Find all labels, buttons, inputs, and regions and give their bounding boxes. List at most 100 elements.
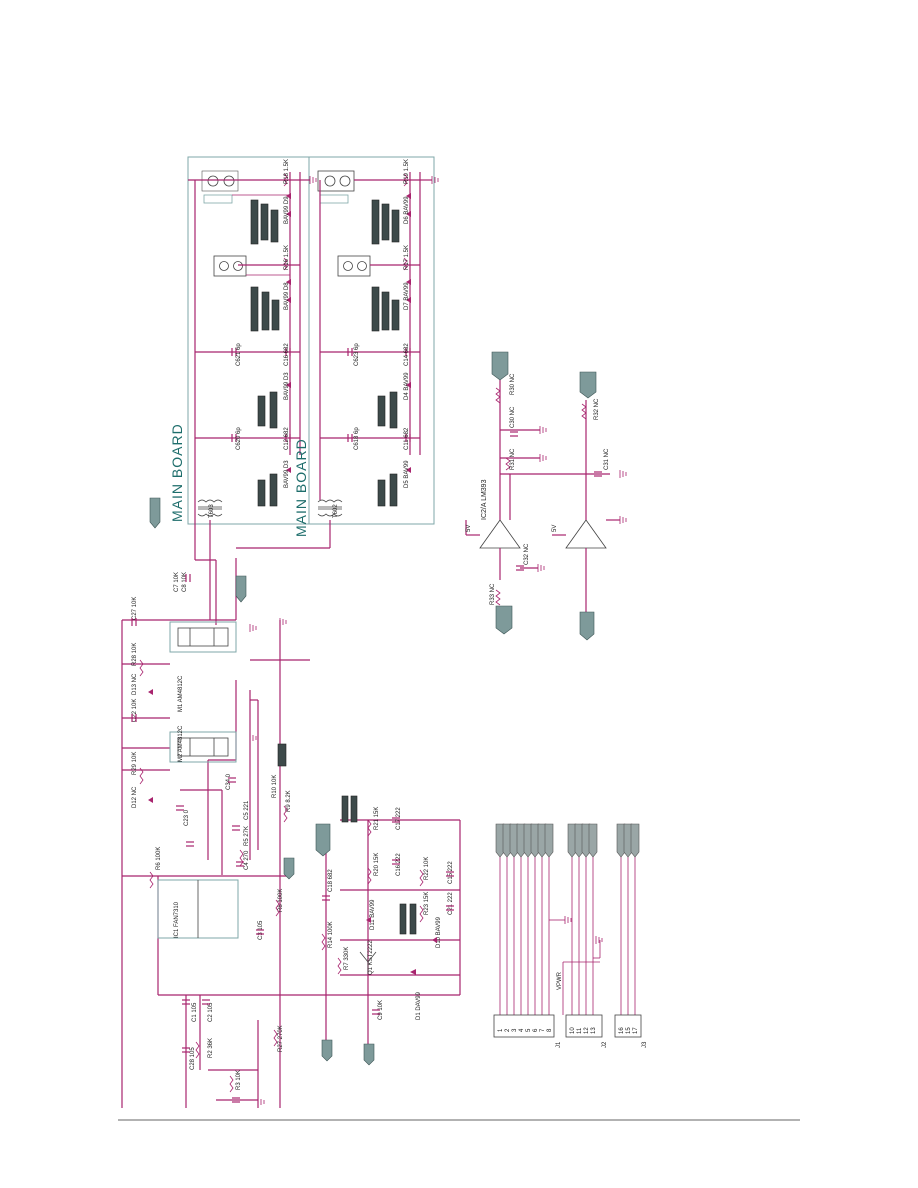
- label-d6: D6 BAV99: [404, 196, 410, 224]
- transformer-t603: [197, 499, 223, 517]
- label-r31: R31 NC: [510, 448, 516, 470]
- controller-area-symbols: [149, 795, 454, 1106]
- label-m2: M2 AM4812C: [178, 725, 184, 762]
- connector-j3: [614, 1014, 642, 1038]
- opamp-a: [479, 519, 521, 549]
- label-r8: R8 100K: [278, 889, 284, 912]
- label-r23: R23 15K: [424, 892, 430, 915]
- svg-text:3: 3: [512, 1028, 518, 1032]
- label-r29: R29 10K: [132, 752, 138, 775]
- rail-capacitors: [231, 348, 411, 442]
- lamp-connector-lower-a: [317, 170, 355, 204]
- lower-board-frame: [308, 156, 435, 525]
- label-r5: R5 27K: [244, 826, 250, 846]
- label-c623: C623 6p: [354, 343, 360, 366]
- label-c21: C21 222: [448, 892, 454, 915]
- switch-area-symbols: [131, 497, 288, 823]
- label-d13: D13 NC: [132, 673, 138, 695]
- label-d11: D11 BAV99: [370, 899, 376, 930]
- board-ground-symbols: [309, 176, 439, 184]
- svg-text:12: 12: [584, 1027, 590, 1034]
- svg-text:17: 17: [633, 1027, 639, 1034]
- label-r10: R10 10K: [272, 775, 278, 798]
- label-ic2a: IC2/A LM393: [481, 479, 488, 520]
- connector-j1: [493, 1014, 555, 1038]
- svg-text:5: 5: [526, 1028, 532, 1032]
- svg-text:10: 10: [570, 1027, 576, 1034]
- svg-text:7: 7: [540, 1028, 546, 1032]
- lower-board-wires: [320, 179, 432, 439]
- label-r9: R9 8.2K: [286, 790, 292, 812]
- label-q1: Q1 KST2222: [368, 940, 374, 975]
- upper-section-labels: R18 1.5K BAV99 D9 R16 1.5K BAV99 D8 C621…: [236, 159, 290, 488]
- connector-j2: [565, 1014, 603, 1038]
- lamp-connector-upper-b: [213, 255, 247, 277]
- label-d5: D5 BAV99: [404, 460, 410, 488]
- transformer-label-t603: T603: [209, 504, 215, 518]
- label-c27: C27 10K: [132, 597, 138, 620]
- label-c620: C620 6p: [236, 427, 242, 450]
- svg-text:6: 6: [533, 1028, 539, 1032]
- label-c31: C31 NC: [604, 448, 610, 470]
- label-j3: J3: [642, 1041, 648, 1048]
- board-rails: [194, 172, 421, 500]
- label-d9: BAV99 D9: [284, 196, 290, 224]
- label-r33: R33 NC: [490, 583, 496, 605]
- svg-text:4: 4: [519, 1028, 525, 1032]
- upper-component-blocks: [250, 199, 280, 507]
- label-c621: C621 6p: [236, 343, 242, 366]
- label-d4: D4 BAV99: [404, 372, 410, 400]
- label-5v-a: 5V: [466, 525, 472, 532]
- label-d3b: BAV99 D3: [284, 460, 290, 488]
- label-c1: C1 105: [192, 1002, 198, 1022]
- connector-tags: [495, 823, 640, 858]
- label-r27: R27 270K: [278, 1025, 284, 1052]
- label-j1: J1: [556, 1041, 562, 1048]
- label-5v-b: 5V: [552, 525, 558, 532]
- ic1-controller: [157, 879, 239, 939]
- label-d10: D10 BAV99: [436, 916, 442, 948]
- svg-text:15: 15: [626, 1027, 632, 1034]
- label-c618: C618 6p: [354, 427, 360, 450]
- label-d3a: BAV99 D3: [284, 372, 290, 400]
- label-vpwr: VPWR: [557, 971, 563, 990]
- label-r30: R30 NC: [510, 373, 516, 395]
- svg-text:1: 1: [498, 1028, 504, 1032]
- label-c8: C8 10K: [182, 572, 188, 592]
- label-c28: C28 105: [190, 1047, 196, 1070]
- label-d8: BAV99 D8: [284, 282, 290, 310]
- board-label-lower: MAIN BOARD: [293, 438, 309, 537]
- opamp-b: [565, 519, 607, 549]
- label-d12: D12 NC: [132, 786, 138, 808]
- connector-pin-labels: 1 2 3 4 5 6 7 8 10 11 12 13 16 15 17: [498, 1027, 639, 1034]
- label-r2: R2 36K: [208, 1038, 214, 1058]
- svg-text:8: 8: [547, 1028, 553, 1032]
- comparator-section: [465, 351, 627, 641]
- switch-area-labels: C27 10K C7 10K C8 10K R28 10K D13 NC C22…: [132, 572, 292, 826]
- lower-section-labels: R19 1.5K D6 BAV99 R17 1.5K D7 BAV99 C623…: [354, 159, 410, 488]
- label-c11: C11 682: [404, 427, 410, 450]
- controller-area-labels: R6 100K C5 221 R5 27K C4 270 R8 100K C18…: [156, 800, 454, 1090]
- lamp-connector-upper-a: [201, 170, 239, 204]
- comparator-labels: R30 NC C30 NC R31 NC C31 NC R32 NC R33 N…: [490, 373, 610, 605]
- transformer-t602: [317, 499, 343, 517]
- label-ic1: IC1 FAN7310: [174, 901, 180, 938]
- label-d7: D7 BAV99: [404, 282, 410, 310]
- board-label-upper: MAIN BOARD: [169, 423, 185, 522]
- label-c4: C4 270: [244, 850, 250, 870]
- label-c23: C23 0: [184, 809, 190, 826]
- label-c14: C14 682: [404, 343, 410, 366]
- label-r32: R32 NC: [594, 398, 600, 420]
- label-d1: D1 DAV99: [416, 991, 422, 1020]
- transformer-label-t602: T602: [333, 504, 339, 518]
- label-c16: C16 682: [284, 343, 290, 366]
- label-r22: R22 10K: [424, 857, 430, 880]
- label-r7: R7 330K: [344, 947, 350, 970]
- lamp-connector-lower-b: [337, 255, 371, 277]
- connector-wiring: [499, 855, 636, 1015]
- upper-board-wires: [188, 179, 310, 439]
- svg-text:11: 11: [577, 1027, 583, 1034]
- label-r19: R19 1.5K: [404, 159, 410, 184]
- label-j2: J2: [602, 1041, 608, 1048]
